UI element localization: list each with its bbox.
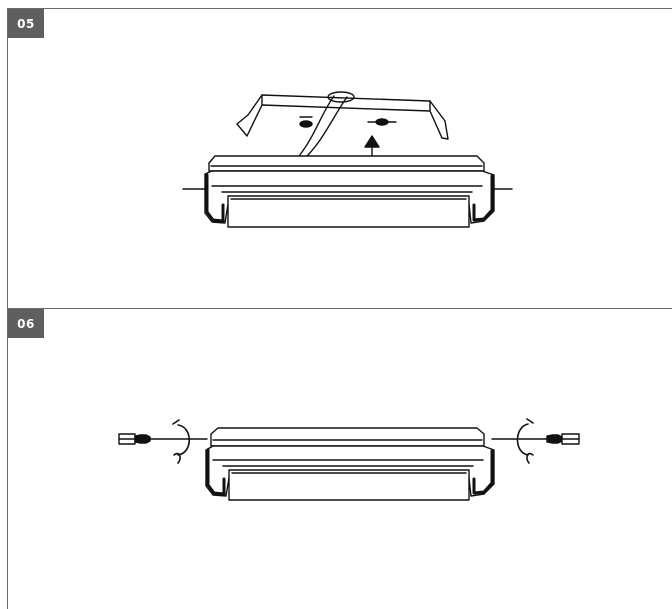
- screwdriver-right-icon: [492, 434, 579, 444]
- step-number-badge: 05: [8, 9, 44, 38]
- ceiling-fixture-icon: [206, 428, 494, 500]
- power-cable-icon: [299, 92, 354, 156]
- step-panel-05: 05: [7, 8, 672, 308]
- step-number-badge: 06: [8, 309, 44, 338]
- step-panel-06: 06: [7, 308, 672, 609]
- rotation-arrow-right-icon: [518, 419, 534, 463]
- mounting-bracket-icon: [237, 95, 448, 139]
- ceiling-fixture-icon: [183, 156, 512, 227]
- rotation-arrow-left-icon: [173, 420, 189, 463]
- screwdriver-left-icon: [119, 434, 207, 444]
